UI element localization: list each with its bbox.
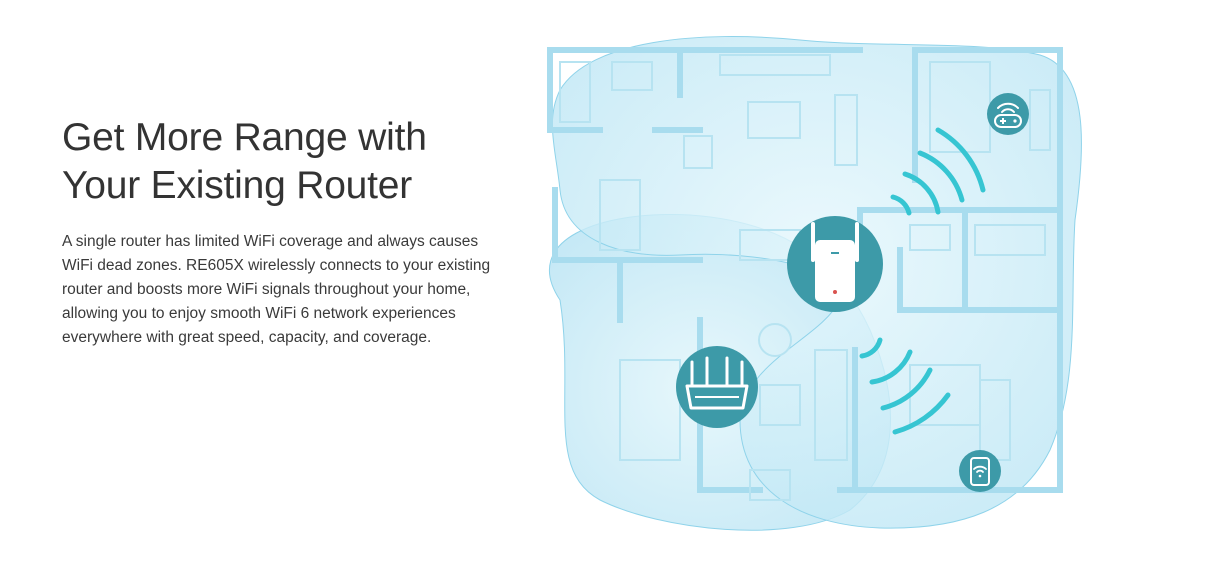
signal-waves-phone: [859, 337, 951, 435]
range-extender-icon: [787, 216, 883, 312]
description-line: router and boosts more WiFi signals thro…: [62, 281, 471, 298]
floor-plan-walls: [547, 47, 1063, 493]
page-title: Get More Range with Your Existing Router: [62, 114, 512, 210]
description-line: WiFi dead zones. RE605X wirelessly conne…: [62, 257, 491, 274]
signal-waves-gamepad: [890, 127, 986, 216]
phone-wifi-icon: [959, 450, 1001, 492]
title-line-1: Get More Range with: [62, 116, 427, 159]
title-line-2: Your Existing Router: [62, 164, 413, 207]
gamepad-wifi-icon: [987, 93, 1029, 135]
description: A single router has limited WiFi coverag…: [62, 230, 512, 350]
description-line: allowing you to enjoy smooth WiFi 6 netw…: [62, 305, 456, 322]
floor-plan-furniture: [559, 54, 1051, 501]
intro-copy: Get More Range with Your Existing Router…: [62, 114, 512, 350]
description-line: A single router has limited WiFi coverag…: [62, 233, 479, 250]
router-icon: [676, 346, 758, 428]
description-line: everywhere with great speed, capacity, a…: [62, 329, 432, 346]
floor-plan-illustration: [547, 36, 1082, 531]
